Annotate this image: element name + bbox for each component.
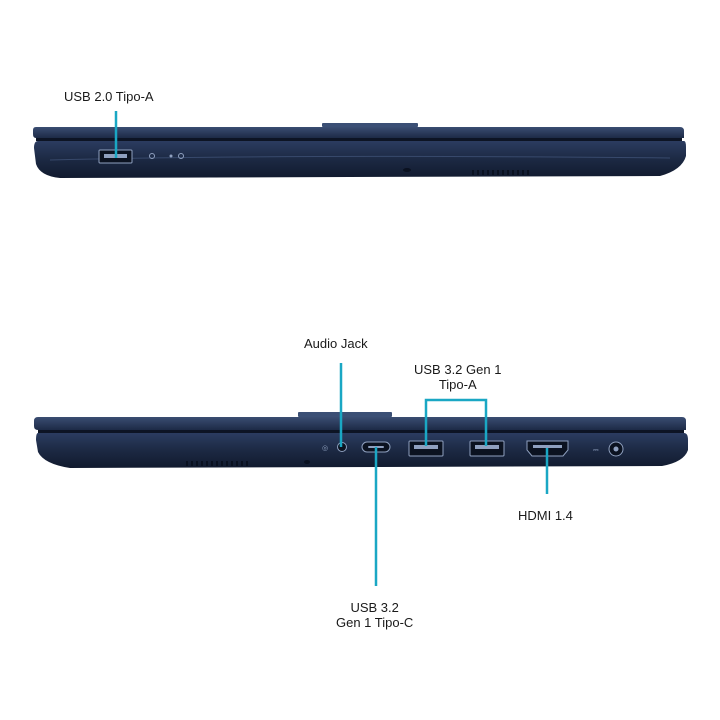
lid-hinge-bump-right	[298, 412, 392, 417]
side-vent-left-view	[472, 170, 529, 175]
audio-jack-label: Audio Jack	[304, 336, 368, 351]
lid-gap-right	[38, 430, 684, 433]
laptop-right-side-view: ◎	[34, 363, 688, 586]
laptop-base-right	[36, 433, 688, 468]
side-vent-right-view	[186, 461, 248, 466]
power-led-icon	[149, 153, 155, 159]
base-highlight	[49, 155, 671, 161]
usb20-port-icon	[98, 149, 133, 164]
charge-led-icon	[169, 154, 173, 158]
usb32a-label-line2: Tipo-A	[438, 377, 477, 392]
audio-jack-port-icon	[337, 442, 347, 452]
hdmi-port-icon	[526, 440, 569, 457]
dc-symbol-icon: ⎓	[593, 446, 599, 454]
laptop-lid-right	[34, 417, 686, 430]
usb32a-label: USB 3.2 Gen 1 Tipo-A	[414, 362, 501, 392]
dc-power-port-icon	[608, 441, 624, 457]
usb-c-port-icon	[361, 441, 391, 453]
battery-led-icon	[178, 153, 184, 159]
usb32a-label-line1: USB 3.2 Gen 1	[414, 362, 502, 377]
usb32a-callout-bracket	[424, 398, 488, 446]
lid-hinge-bump	[322, 123, 418, 127]
usb20-label: USB 2.0 Tipo-A	[64, 89, 154, 104]
laptop-base	[34, 141, 686, 178]
laptop-lid	[33, 127, 684, 138]
usbc-label-line1: USB 3.2	[350, 600, 399, 615]
lid-gap	[36, 138, 682, 141]
usbc-label: USB 3.2 Gen 1 Tipo-C	[336, 600, 413, 630]
usbc-label-line2: Gen 1 Tipo-C	[336, 615, 414, 630]
headphone-icon: ◎	[322, 444, 328, 452]
usb32a-port-1-icon	[408, 440, 444, 457]
small-hole-right	[304, 460, 310, 464]
usb32a-port-2-icon	[469, 440, 505, 457]
hdmi-label: HDMI 1.4	[518, 508, 573, 523]
small-vent-hole	[403, 168, 411, 172]
laptop-left-side-view	[33, 111, 686, 178]
